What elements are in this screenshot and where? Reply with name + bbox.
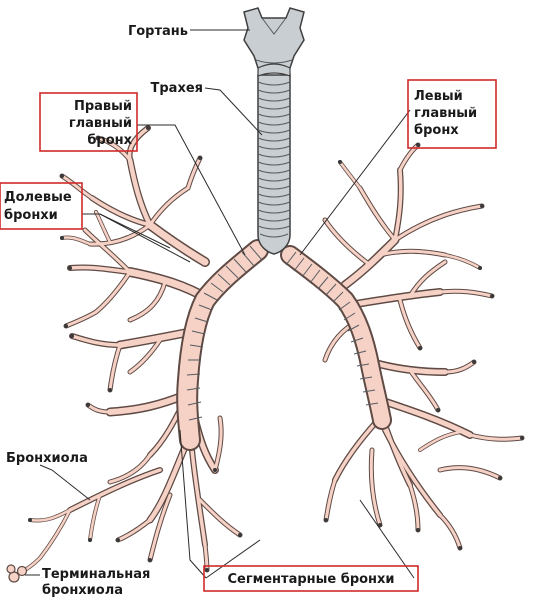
label-lobar-bronchi-line2: бронхи: [4, 208, 58, 223]
label-terminal-bronchiole-line1: Терминальная: [42, 567, 150, 582]
trachea: [257, 74, 291, 255]
label-left-main-bronchus-line1: Левый: [414, 89, 463, 104]
right-bronchial-tree: [6, 125, 269, 583]
label-lobar-bronchi-line1: Долевые: [4, 190, 72, 205]
label-left-main-bronchus-line3: бронх: [414, 123, 459, 138]
label-right-main-bronchus-line3: бронх: [87, 133, 132, 148]
terminal-bronchiole-sacs: [6, 564, 28, 583]
labels: Гортань Трахея Правый главный бронх Левы…: [0, 24, 497, 598]
label-left-main-bronchus-line2: главный: [414, 106, 477, 121]
label-box-right-main-bronchus: [39, 92, 138, 152]
larynx: [243, 7, 305, 77]
leader-lines: [25, 29, 415, 579]
branch-tips: [28, 126, 524, 572]
left-bronchial-tree: [280, 142, 525, 551]
label-box-lobar-bronchi: [0, 182, 83, 230]
label-trachea: Трахея: [151, 81, 204, 96]
label-larynx: Гортань: [128, 24, 188, 39]
label-box-segmental-bronchi: [203, 565, 419, 592]
label-box-left-main-bronchus: [407, 79, 497, 149]
label-terminal-bronchiole-line2: бронхиола: [42, 583, 123, 598]
label-bronchiole: Бронхиола: [6, 451, 88, 466]
label-segmental-bronchi: Сегментарные бронхи: [227, 572, 394, 587]
label-right-main-bronchus-line1: Правый: [74, 99, 132, 114]
label-right-main-bronchus-line2: главный: [69, 116, 132, 131]
